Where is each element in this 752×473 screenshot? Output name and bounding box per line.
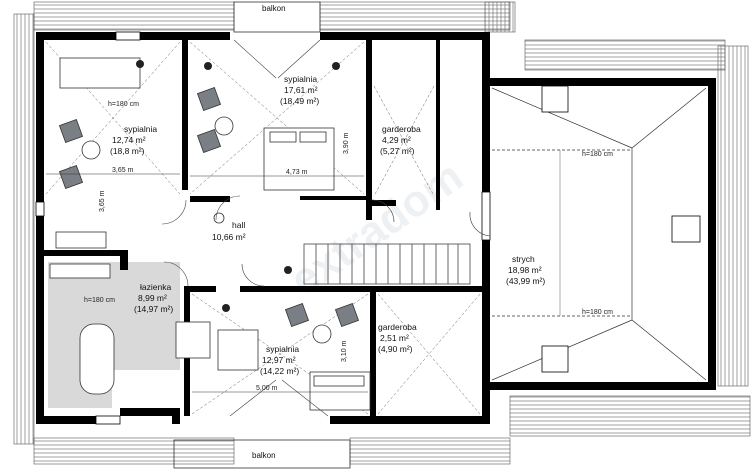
dim-n-width: 4,73 m (286, 169, 308, 176)
windows (35, 31, 491, 425)
svg-text:4,29 m²: 4,29 m² (382, 135, 411, 145)
skylights (541, 85, 701, 373)
room-label-bedroom-n: sypialnia 17,61 m² (18,49 m²) (280, 74, 319, 106)
svg-text:10,66 m²: 10,66 m² (212, 232, 246, 242)
dim-bath-h180: h=180 cm (84, 297, 115, 304)
balcony-bottom-label: balkon (252, 451, 276, 460)
door-swings (161, 39, 491, 417)
dim-attic-h180-bottom: h=180 cm (582, 309, 613, 316)
svg-text:łazienka: łazienka (140, 282, 171, 292)
room-label-wardrobe-s: garderoba 2,51 m² (4,90 m²) (378, 322, 417, 354)
plant-icons (136, 60, 340, 312)
armchair-icons (58, 86, 360, 328)
svg-text:(14,97 m²): (14,97 m²) (134, 304, 173, 314)
svg-text:17,61 m²: 17,61 m² (284, 85, 318, 95)
room-label-bathroom: łazienka 8,99 m² (14,97 m²) (134, 282, 173, 314)
dim-attic-h180-top: h=180 cm (582, 151, 613, 158)
dim-nw-width: 3,65 m (112, 167, 134, 174)
dim-s-width: 5,00 m (256, 385, 278, 392)
dimensions: 3,65 m h=180 cm 3,65 m 4,73 m 3,90 m h=1… (46, 101, 613, 393)
dim-s-depth: 3,10 m (341, 340, 348, 362)
bathroom-notch (112, 370, 182, 408)
svg-text:8,99 m²: 8,99 m² (138, 293, 167, 303)
svg-text:(18,49 m²): (18,49 m²) (280, 96, 319, 106)
svg-text:garderoba: garderoba (378, 322, 417, 332)
svg-text:garderoba: garderoba (382, 124, 421, 134)
svg-text:(18,8 m²): (18,8 m²) (110, 146, 145, 156)
svg-text:hall: hall (232, 220, 245, 230)
balcony-top-label: balkon (262, 4, 286, 13)
dim-nw-h180: h=180 cm (108, 101, 139, 108)
dim-nw-depth: 3,65 m (99, 190, 106, 212)
room-label-bedroom-s: sypialnia 12,97 m² (14,22 m²) (260, 344, 299, 376)
balcony-bottom: balkon (173, 439, 351, 469)
roof-eaves (13, 1, 751, 465)
svg-text:strych: strych (512, 254, 535, 264)
staircase (303, 243, 471, 285)
svg-text:(43,99 m²): (43,99 m²) (506, 276, 545, 286)
dim-n-depth: 3,90 m (343, 132, 350, 154)
svg-text:sypialnia: sypialnia (284, 74, 317, 84)
svg-text:2,51 m²: 2,51 m² (380, 333, 409, 343)
room-label-attic: strych 18,98 m² (43,99 m²) (506, 254, 545, 286)
svg-text:sypialnia: sypialnia (266, 344, 299, 354)
walls (36, 32, 716, 424)
svg-text:(4,90 m²): (4,90 m²) (378, 344, 413, 354)
svg-text:(14,22 m²): (14,22 m²) (260, 366, 299, 376)
balcony-top: balkon (233, 1, 321, 33)
room-label-hall: hall 10,66 m² (212, 220, 246, 242)
room-diagonals (45, 41, 481, 415)
room-label-wardrobe-n: garderoba 4,29 m² (5,27 m²) (380, 124, 421, 156)
svg-text:sypialnia: sypialnia (124, 124, 157, 134)
furniture (49, 57, 371, 411)
svg-text:12,74 m²: 12,74 m² (112, 135, 146, 145)
svg-text:(5,27 m²): (5,27 m²) (380, 146, 415, 156)
svg-text:18,98 m²: 18,98 m² (508, 265, 542, 275)
svg-text:12,97 m²: 12,97 m² (262, 355, 296, 365)
attic-roof-lines (491, 87, 707, 381)
room-label-bedroom-nw: sypialnia 12,74 m² (18,8 m²) (110, 124, 157, 156)
